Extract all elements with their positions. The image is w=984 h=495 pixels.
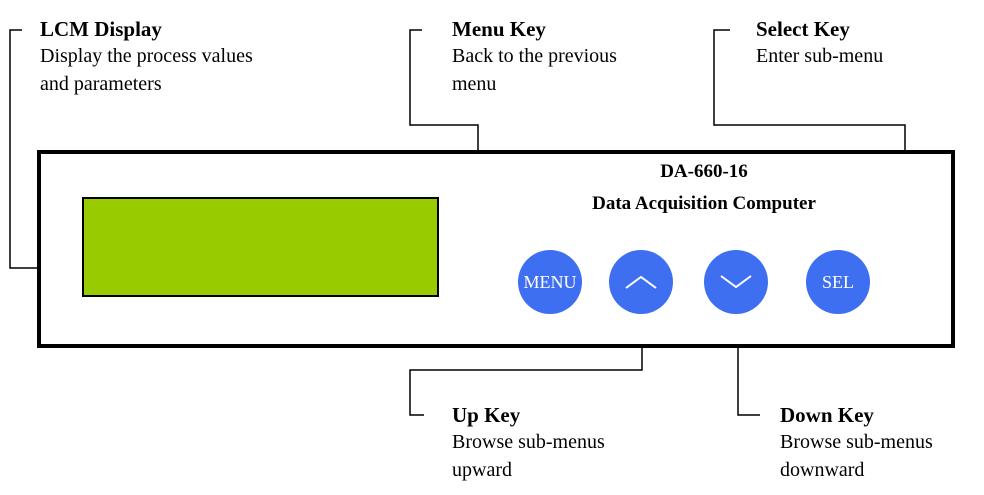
menu-callout: Menu Key Back to the previous menu bbox=[452, 17, 617, 98]
menu-button[interactable]: MENU bbox=[518, 250, 582, 314]
down-callout-desc-2: downward bbox=[780, 459, 865, 481]
menu-callout-desc-2: menu bbox=[452, 73, 497, 95]
up-callout-title: Up Key bbox=[452, 403, 521, 427]
up-callout: Up Key Browse sub-menus upward bbox=[452, 403, 605, 484]
up-button[interactable] bbox=[609, 250, 673, 314]
lcm-callout-desc-1: Display the process values bbox=[40, 45, 253, 67]
select-callout-title: Select Key bbox=[756, 17, 850, 41]
device-name: Data Acquisition Computer bbox=[592, 193, 816, 214]
lcm-callout: LCM Display Display the process values a… bbox=[40, 17, 253, 98]
menu-callout-title: Menu Key bbox=[452, 17, 546, 41]
device-model: DA-660-16 bbox=[660, 161, 748, 182]
lcm-callout-desc-2: and parameters bbox=[40, 73, 162, 95]
down-button[interactable] bbox=[704, 250, 768, 314]
lcm-callout-title: LCM Display bbox=[40, 17, 162, 41]
menu-callout-desc-1: Back to the previous bbox=[452, 45, 617, 67]
down-callout-title: Down Key bbox=[780, 403, 874, 427]
select-callout-desc-1: Enter sub-menu bbox=[756, 45, 884, 67]
lcm-display bbox=[82, 197, 439, 297]
down-callout: Down Key Browse sub-menus downward bbox=[780, 403, 933, 484]
up-callout-desc-2: upward bbox=[452, 459, 512, 481]
menu-button-label: MENU bbox=[523, 271, 577, 292]
select-button-label: SEL bbox=[821, 271, 854, 292]
select-callout: Select Key Enter sub-menu bbox=[756, 17, 883, 70]
up-callout-desc-1: Browse sub-menus bbox=[452, 431, 605, 453]
chevron-down-icon bbox=[720, 275, 752, 289]
chevron-up-icon bbox=[625, 275, 657, 289]
select-button[interactable]: SEL bbox=[806, 250, 870, 314]
down-callout-desc-1: Browse sub-menus bbox=[780, 431, 933, 453]
